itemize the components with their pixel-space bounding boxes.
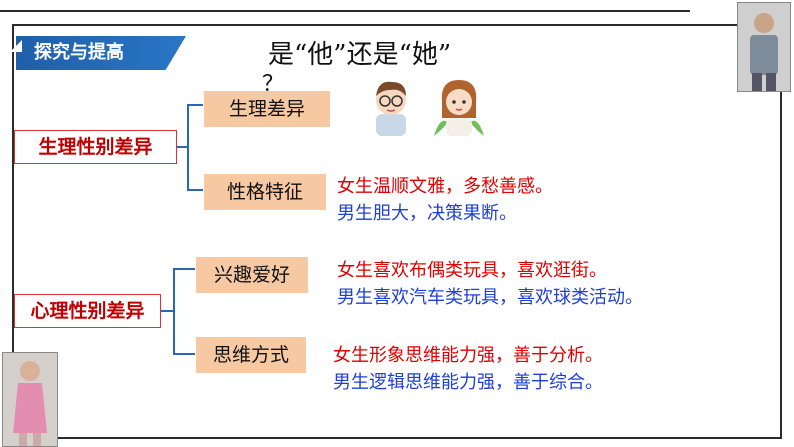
subtopic-body: 生理差异 — [204, 91, 330, 127]
question-mark: ？ — [262, 72, 285, 97]
category-psychological: 心理性别差异 — [14, 294, 161, 328]
section-badge — [16, 36, 186, 70]
bracket-psych-bottom — [173, 353, 195, 355]
statement-personality-male: 男生胆大，决策果断。 — [337, 203, 517, 224]
statement-interests-male: 男生喜欢汽车类玩具，喜欢球类活动。 — [337, 287, 643, 308]
subtopic-thinking: 思维方式 — [196, 337, 306, 373]
boy-photo — [737, 2, 791, 92]
bracket-psych-stem — [161, 310, 173, 312]
statement-thinking-female: 女生形象思维能力强，善于分析。 — [333, 345, 603, 366]
statement-thinking-male: 男生逻辑思维能力强，善于综合。 — [333, 372, 603, 393]
subtopic-personality: 性格特征 — [204, 174, 326, 210]
bracket-psych-vertical — [173, 268, 175, 354]
bracket-psych-top — [173, 268, 195, 270]
girl-photo — [2, 352, 58, 447]
badge-corner — [10, 40, 22, 52]
boy-cartoon-icon — [376, 81, 406, 136]
section-badge-label: 探究与提高 — [34, 42, 124, 63]
question-title: 是“他”还是“她” — [268, 40, 452, 70]
bracket-physical-bottom — [187, 189, 203, 191]
subtopic-interests: 兴趣爱好 — [196, 257, 308, 293]
bracket-physical-top — [187, 104, 203, 106]
bracket-physical-vertical — [187, 104, 189, 190]
statement-interests-female: 女生喜欢布偶类玩具，喜欢逛街。 — [337, 260, 607, 281]
content-frame — [12, 24, 782, 439]
top-rule — [0, 10, 690, 12]
category-physical: 生理性别差异 — [14, 130, 177, 164]
girl-cartoon-icon — [434, 80, 484, 136]
statement-personality-female: 女生温顺文雅，多愁善感。 — [337, 176, 553, 197]
bracket-physical-stem — [177, 146, 187, 148]
